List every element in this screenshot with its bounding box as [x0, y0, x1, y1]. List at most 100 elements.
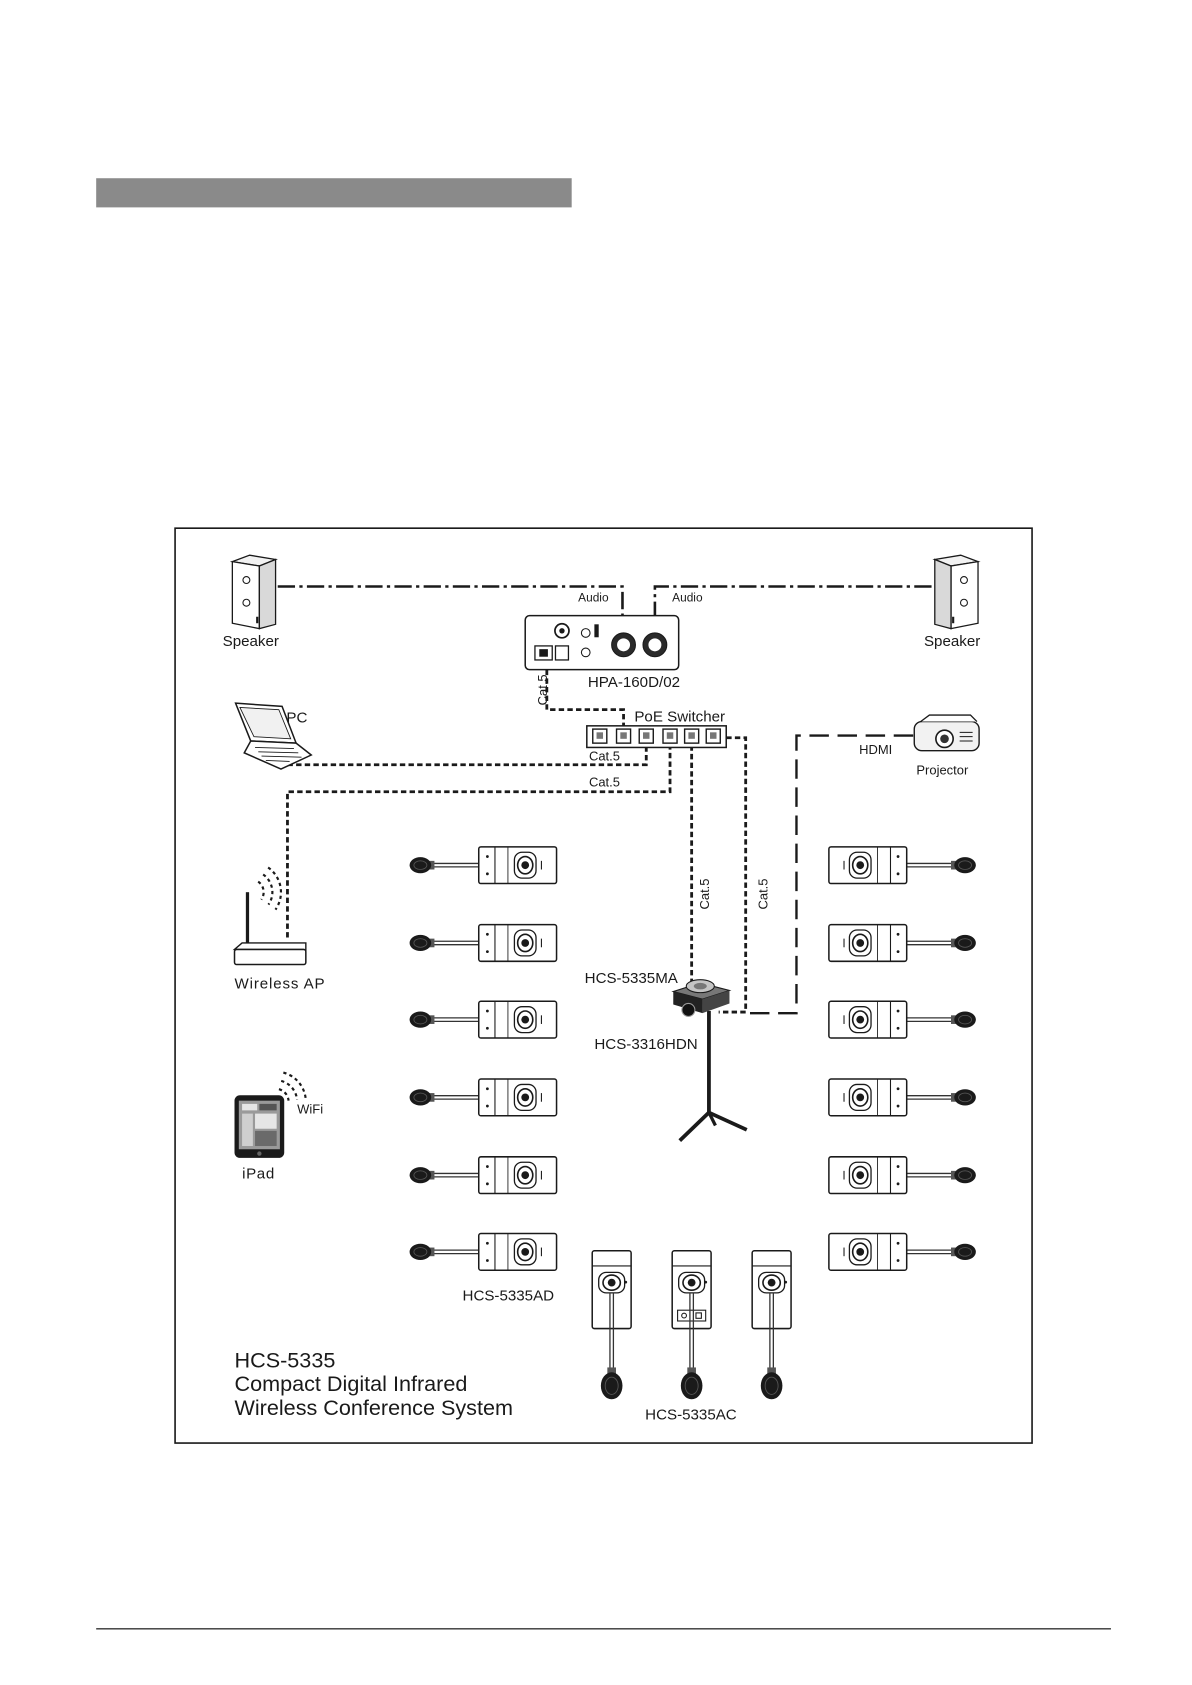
ipad-screen-tile [259, 1104, 276, 1110]
projector-lens-center [940, 734, 949, 743]
amplifier-label: HPA-160D/02 [588, 674, 680, 691]
microphone-head-icon [954, 1089, 976, 1105]
button-indicator [856, 861, 864, 869]
system-title-line-1: HCS-5335 [235, 1347, 336, 1372]
poe-switch-body [587, 726, 726, 748]
indicator-dot [897, 1259, 900, 1262]
microphone-head-icon [601, 1372, 623, 1399]
mode-switch [594, 624, 598, 637]
indicator-dot [897, 872, 900, 875]
indicator-dot [897, 1027, 900, 1030]
indicator-dot [897, 933, 900, 936]
indicator-dot [486, 1242, 489, 1245]
speaker-side-face [935, 560, 951, 629]
cat5-label-controller: Cat.5 [697, 879, 712, 910]
speakon-connector-inner [617, 638, 630, 651]
indicator-dot [486, 1165, 489, 1168]
system-title-line-2: Compact Digital Infrared [235, 1371, 468, 1396]
projector-label: Projector [916, 762, 969, 777]
ap-body [235, 949, 306, 964]
indicator-dot [486, 1087, 489, 1090]
button-indicator [521, 1094, 529, 1102]
amplifier-icon [525, 616, 678, 670]
poe-switch-icon [587, 726, 726, 748]
audio-label-left: Audio [578, 591, 609, 605]
indicator-dot [897, 1242, 900, 1245]
indicator-dot [486, 1259, 489, 1262]
cat5-label-amplifier: Cat.5 [535, 674, 550, 705]
ethernet-port-inner [539, 649, 548, 657]
button-indicator [608, 1279, 616, 1287]
speaker-left-icon [232, 555, 275, 628]
ipad-label: iPad [242, 1165, 275, 1182]
microphone-head-icon [410, 1012, 432, 1028]
indicator-dot [624, 1281, 627, 1284]
audio-label-right: Audio [672, 591, 703, 605]
indicator-dot [486, 1010, 489, 1013]
indicator-dot [486, 1027, 489, 1030]
button-indicator [521, 1016, 529, 1024]
indicator-dot [486, 1105, 489, 1108]
microphone-head-icon [954, 935, 976, 951]
delegate-units-label: HCS-5335AD [463, 1287, 555, 1304]
button-indicator [768, 1279, 776, 1287]
indicator-dot [486, 855, 489, 858]
switch-port-inner [688, 732, 694, 738]
projector-top [921, 715, 977, 721]
cat5-label-camera: Cat.5 [755, 879, 770, 910]
microphone-head-icon [410, 857, 432, 873]
indicator-dot [486, 872, 489, 875]
ipad-screen-tile [242, 1104, 257, 1110]
controller-label: HCS-5335MA [585, 970, 679, 987]
indicator-dot [704, 1281, 707, 1284]
microphone-head-icon [954, 857, 976, 873]
button-indicator [856, 1094, 864, 1102]
microphone-head-icon [761, 1372, 783, 1399]
speakon-connector-inner [648, 638, 661, 651]
button-indicator [856, 939, 864, 947]
audio-jack [581, 648, 590, 657]
cat5-label-pc: Cat.5 [589, 748, 620, 763]
switch-port-inner [597, 732, 603, 738]
indicator-dot [784, 1281, 787, 1284]
poe-switch-label: PoE Switcher [634, 709, 725, 726]
microphone-head-icon [681, 1372, 703, 1399]
switch-port-inner [643, 732, 649, 738]
microphone-head-icon [410, 935, 432, 951]
button-indicator [856, 1016, 864, 1024]
switch-port-inner [710, 732, 716, 738]
button-indicator [688, 1279, 696, 1287]
ipad-screen-tile [255, 1131, 277, 1146]
speaker-right-label: Speaker [924, 633, 980, 650]
speaker-front-face [232, 562, 259, 629]
indicator-dot [486, 933, 489, 936]
pc-label: PC [286, 710, 307, 727]
indicator-dot [897, 1087, 900, 1090]
ipad-screen-tile [255, 1114, 277, 1129]
projector-icon [914, 715, 979, 751]
section-header-bar [96, 178, 572, 207]
speaker-badge [256, 617, 258, 623]
indicator-dot [897, 855, 900, 858]
microphone-head-icon [410, 1089, 432, 1105]
volume-knob-center [559, 628, 564, 633]
audio-jack [581, 629, 590, 638]
button-indicator [521, 861, 529, 869]
switch-port-inner [620, 732, 626, 738]
indicator-dot [897, 950, 900, 953]
microphone-head-icon [954, 1167, 976, 1183]
microphone-head-icon [954, 1244, 976, 1260]
ethernet-port [555, 646, 568, 660]
indicator-dot [486, 950, 489, 953]
ipad-screen-tile [242, 1114, 253, 1146]
speaker-side-face [259, 560, 275, 629]
cat5-label-wireless-ap: Cat.5 [589, 774, 620, 789]
speaker-left-label: Speaker [223, 633, 279, 650]
button-indicator [521, 939, 529, 947]
button-indicator [856, 1171, 864, 1179]
microphone-head-icon [410, 1167, 432, 1183]
indicator-dot [897, 1105, 900, 1108]
switch-port-inner [667, 732, 673, 738]
microphone-head-icon [954, 1012, 976, 1028]
